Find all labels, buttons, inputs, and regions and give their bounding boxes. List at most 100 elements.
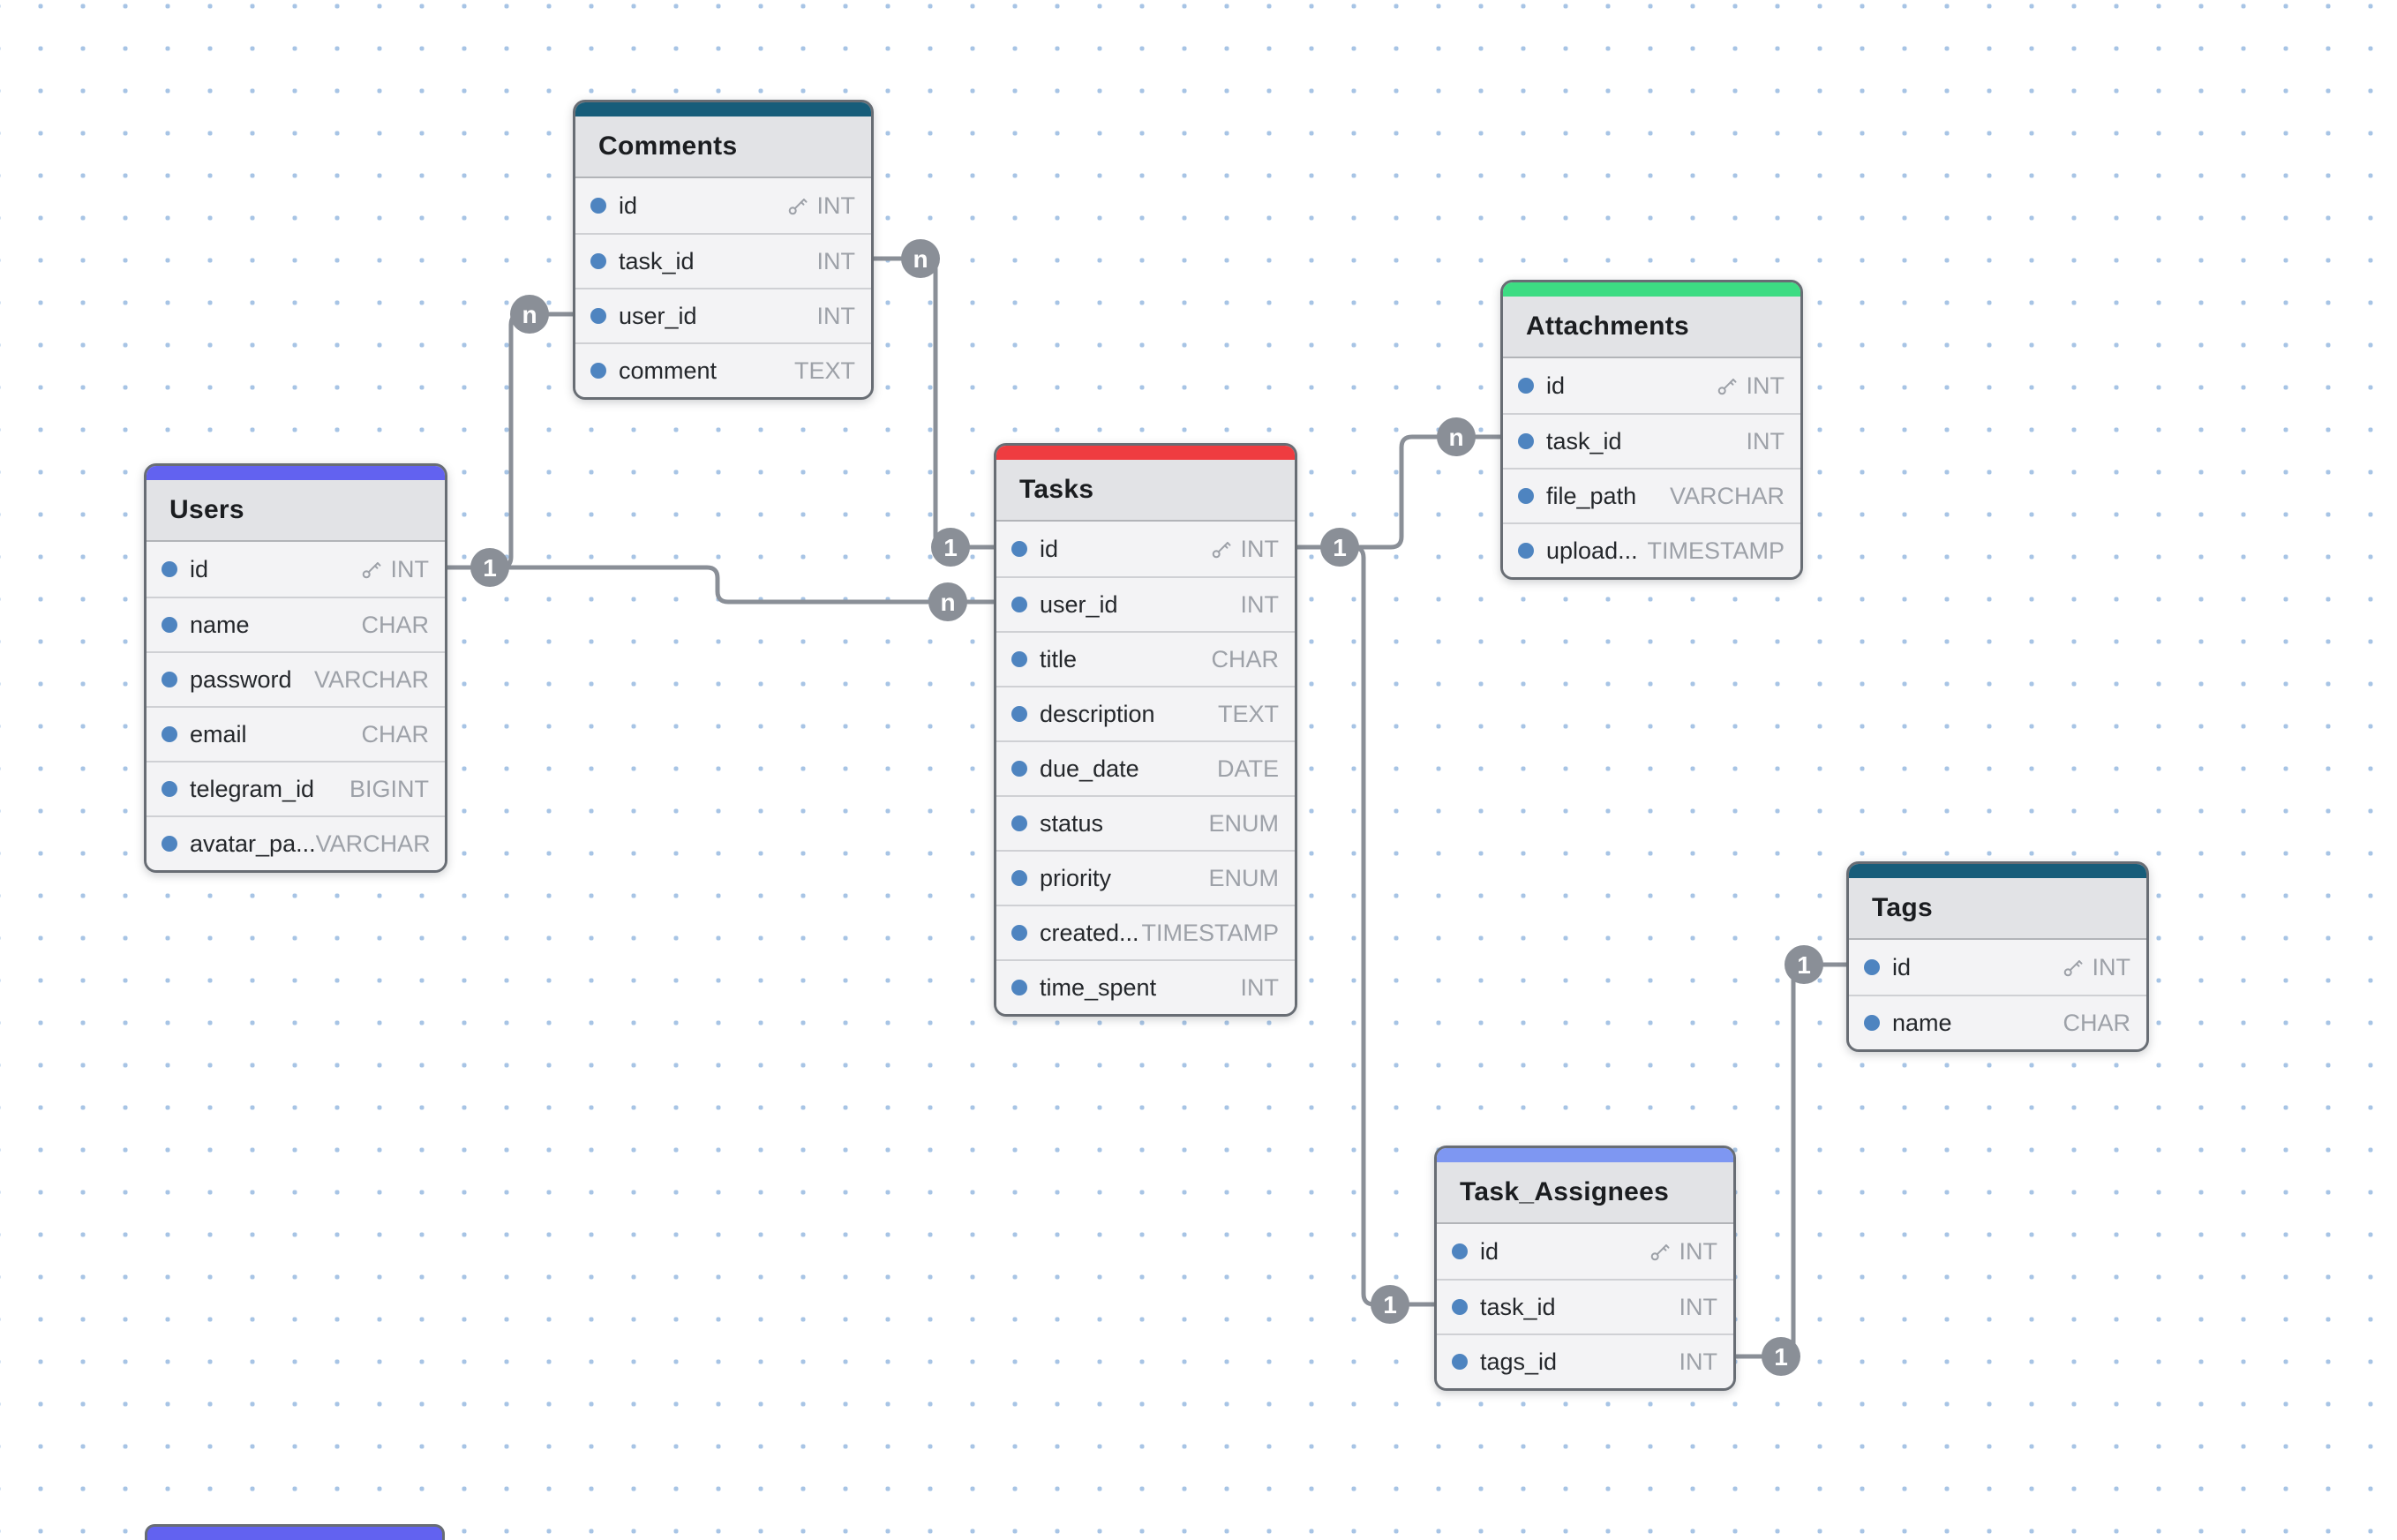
field-type: INT xyxy=(1240,973,1280,1001)
field-dot xyxy=(1011,706,1027,722)
table-header[interactable]: Tasks xyxy=(996,460,1295,522)
field-dot xyxy=(1011,815,1027,831)
table-header[interactable]: Comments xyxy=(575,116,871,178)
field-row-tasks-description[interactable]: description TEXT xyxy=(996,686,1295,740)
table-title: Tasks xyxy=(1019,475,1094,504)
cardinality-badge-label: 1 xyxy=(943,534,958,561)
cardinality-badge-label: 1 xyxy=(1797,951,1811,979)
table-accent-bar xyxy=(1437,1148,1733,1162)
field-type-group: VARCHAR xyxy=(314,666,429,694)
field-dot xyxy=(162,672,177,687)
field-dot xyxy=(1011,597,1027,612)
primary-key-icon xyxy=(1717,378,1737,394)
field-type-group: CHAR xyxy=(2063,1010,2130,1037)
field-row-tasks-time_spent[interactable]: time_spent INT xyxy=(996,959,1295,1014)
field-name: description xyxy=(1040,700,1155,727)
field-row-attachments-upload[interactable]: upload...TIMESTAMP xyxy=(1503,522,1800,577)
cardinality-badge-circle xyxy=(1371,1285,1409,1324)
field-dot xyxy=(162,836,177,852)
field-type-group: DATE xyxy=(1217,755,1279,783)
cardinality-badge-circle xyxy=(928,582,967,621)
field-type-group: INT xyxy=(1648,1237,1718,1266)
field-type-group: INT xyxy=(817,248,856,275)
field-type: TIMESTAMP xyxy=(1141,919,1279,946)
field-dot xyxy=(590,363,606,379)
field-row-users-avatar_pa[interactable]: avatar_pa...VARCHAR xyxy=(147,815,445,870)
field-name: password xyxy=(190,665,292,693)
table-header[interactable]: Users xyxy=(147,480,445,542)
field-type-group: TIMESTAMP xyxy=(1141,920,1279,947)
field-name: id xyxy=(619,192,638,219)
field-type: INT xyxy=(1746,427,1785,454)
field-name: comment xyxy=(619,357,718,384)
relationship-line-users-id--tasks-user-id[interactable] xyxy=(445,565,996,605)
field-row-users-password[interactable]: password VARCHAR xyxy=(147,651,445,706)
field-type: INT xyxy=(816,302,856,329)
table-header[interactable]: Tags xyxy=(1849,878,2146,940)
field-type: CHAR xyxy=(2063,1009,2130,1036)
field-name: priority xyxy=(1040,864,1112,891)
field-dot xyxy=(1011,651,1027,667)
cardinality-badge-label: 1 xyxy=(1333,534,1347,561)
cardinality-badge: 1 xyxy=(1320,528,1359,567)
field-dot xyxy=(162,726,177,742)
field-name: created... xyxy=(1040,919,1139,946)
cardinality-badge: n xyxy=(901,239,940,278)
field-type-group: ENUM xyxy=(1209,810,1280,838)
partial-table-header-bar[interactable] xyxy=(145,1524,445,1540)
field-type: VARCHAR xyxy=(313,665,429,693)
field-type: TEXT xyxy=(1217,700,1279,727)
field-dot xyxy=(1011,761,1027,777)
cardinality-badge: 1 xyxy=(1762,1337,1800,1376)
field-type-group: CHAR xyxy=(361,721,429,748)
cardinality-badge-label: n xyxy=(940,589,955,616)
field-row-tasks-created[interactable]: created...TIMESTAMP xyxy=(996,905,1295,959)
relationship-line-tasks-id--attachments-task-id[interactable] xyxy=(1295,434,1503,550)
field-dot xyxy=(1452,1299,1468,1315)
cardinality-badge-circle xyxy=(1785,945,1823,984)
table-header[interactable]: Task_Assignees xyxy=(1437,1162,1733,1224)
field-type-group: VARCHAR xyxy=(1670,483,1785,510)
field-dot xyxy=(162,617,177,633)
field-type: INT xyxy=(390,555,430,582)
field-dot xyxy=(162,561,177,577)
field-type-group: INT xyxy=(1747,428,1785,455)
field-dot xyxy=(1011,925,1027,941)
table-title: Tags xyxy=(1872,893,1933,922)
field-type: INT xyxy=(1679,1237,1718,1265)
table-header[interactable]: Attachments xyxy=(1503,297,1800,358)
cardinality-badge-circle xyxy=(1762,1337,1800,1376)
field-name: time_spent xyxy=(1040,973,1157,1001)
field-dot xyxy=(1011,541,1027,557)
cardinality-badge-circle xyxy=(1437,417,1476,456)
